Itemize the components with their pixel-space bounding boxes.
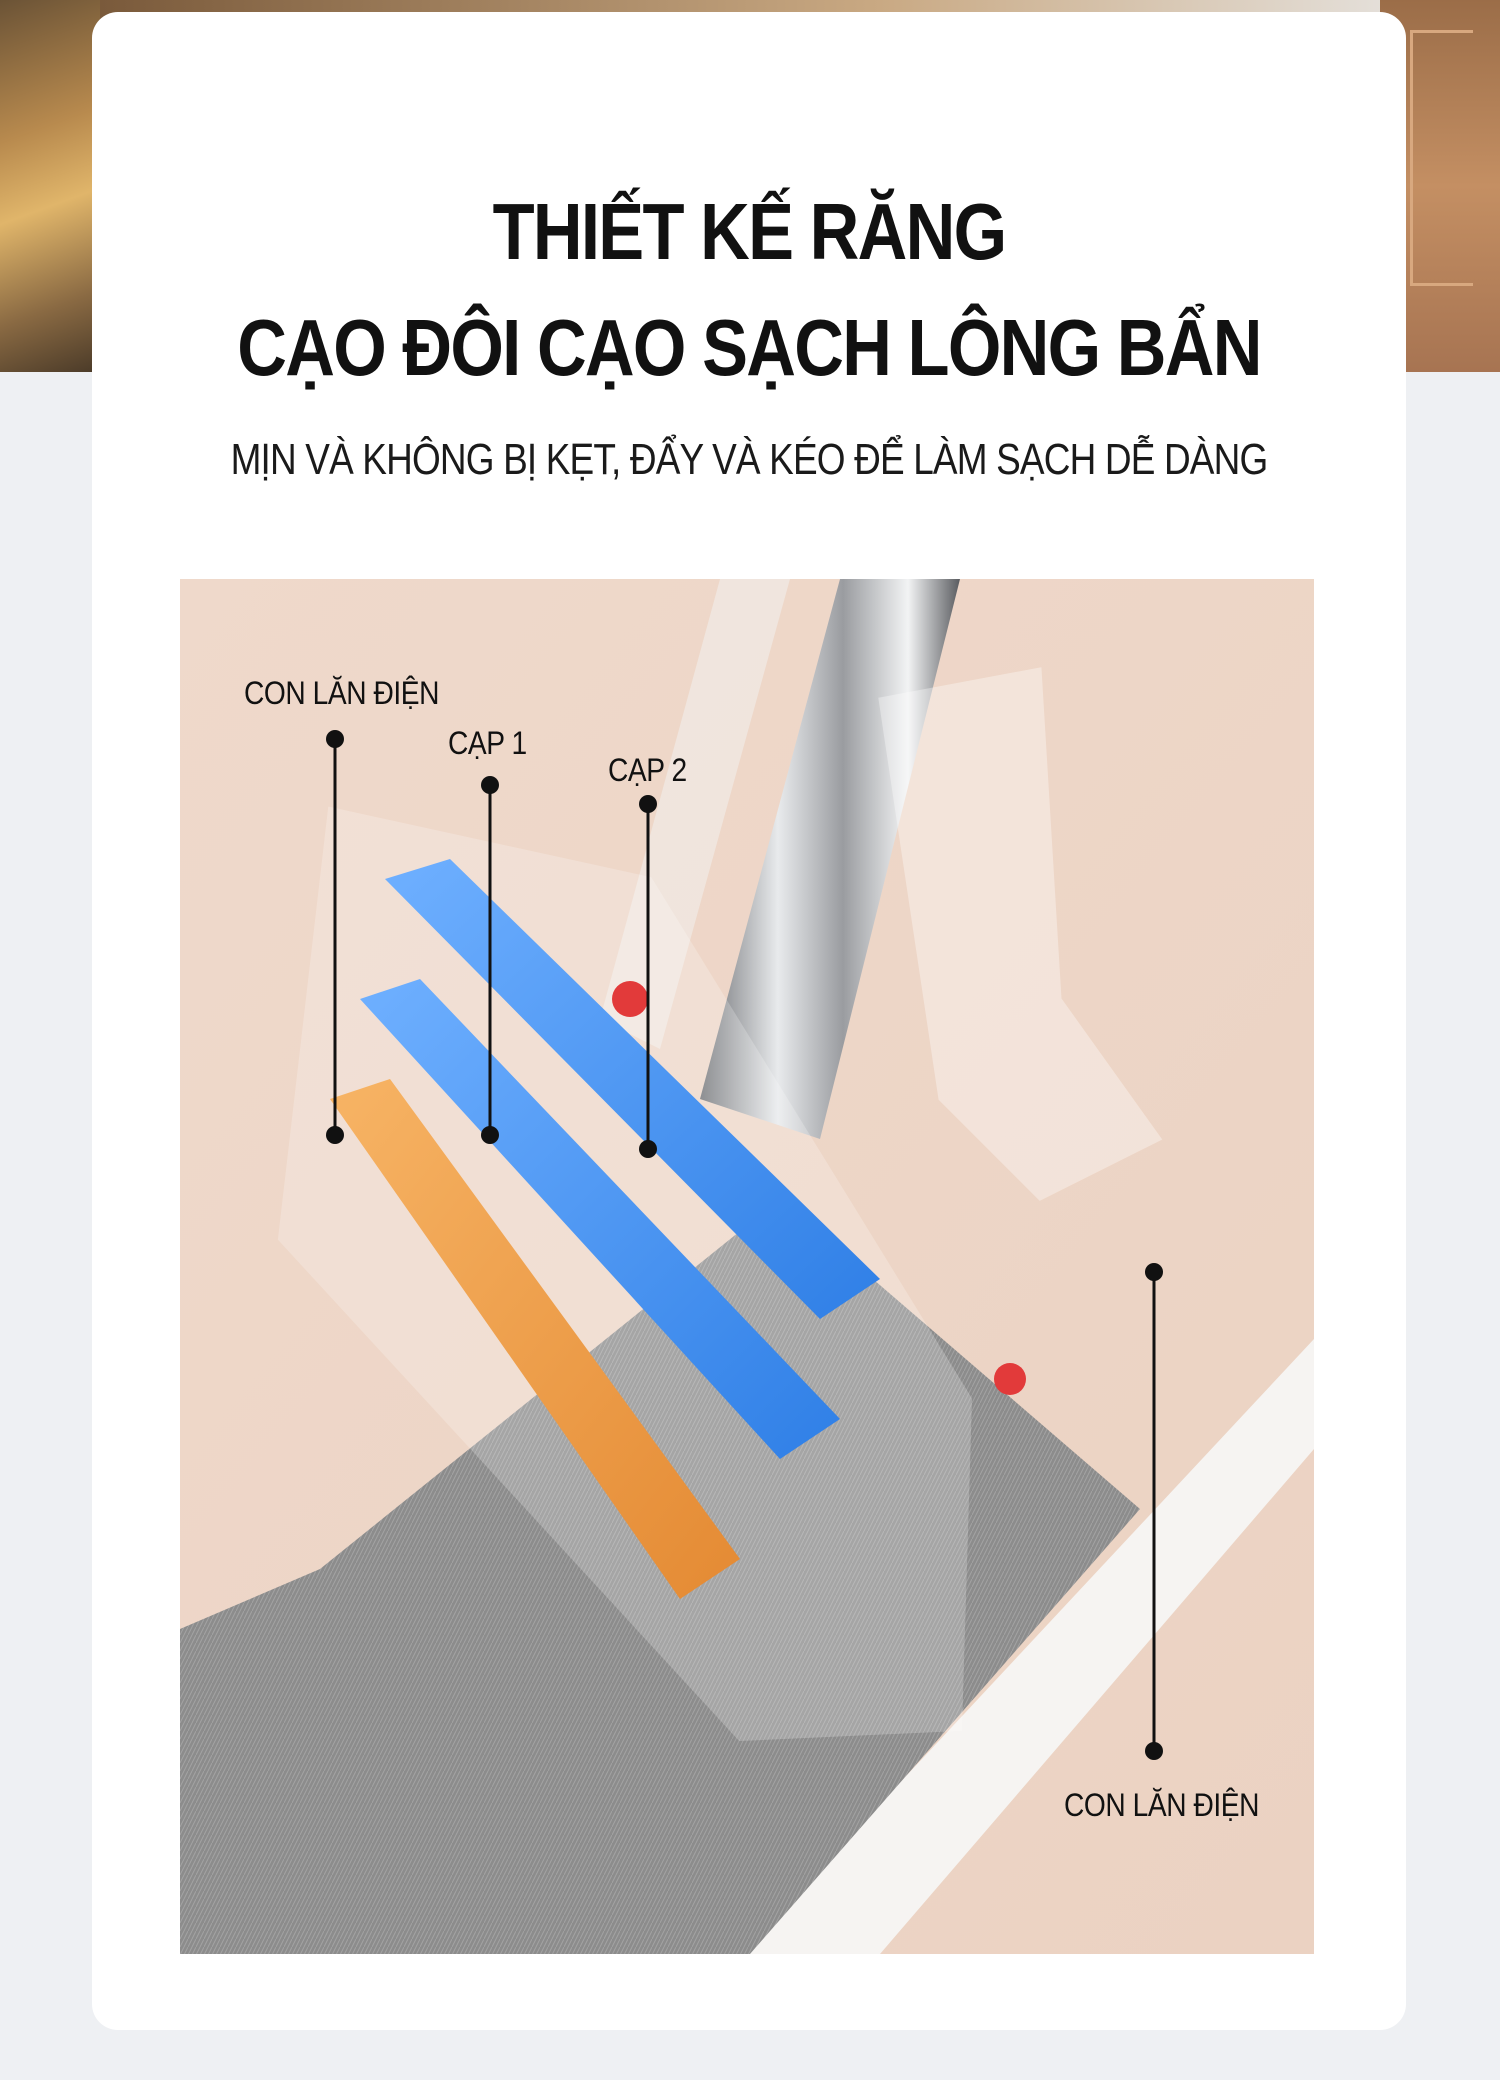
mop-pad (180, 1199, 1140, 1954)
label-layer-2: CẠP 2 (608, 752, 687, 788)
pointer-dot-icon (1145, 1742, 1163, 1760)
label-layer-1: CẠP 1 (448, 725, 527, 761)
label-roller-top: CON LĂN ĐIỆN (244, 675, 440, 711)
pointer-dot-icon (481, 776, 499, 794)
headline-line-1: THIẾT KẾ RĂNG (492, 187, 1007, 276)
pointer-dot-icon (326, 730, 344, 748)
mop-head-illustration (180, 579, 1314, 1954)
content-card: THIẾT KẾ RĂNG CẠO ĐÔI CẠO SẠCH LÔNG BẨN … (92, 12, 1406, 2030)
headline-line-2: CẠO ĐÔI CẠO SẠCH LÔNG BẨN (237, 303, 1262, 392)
handle-pole (700, 579, 960, 1139)
pointer-dot-icon (1145, 1263, 1163, 1281)
pointer-dot-icon (326, 1126, 344, 1144)
banner-left-strip (0, 0, 100, 372)
scraper-layer-2 (385, 859, 880, 1319)
red-pin-1 (612, 981, 648, 1017)
neck-housing (878, 667, 1163, 1201)
subheadline: MỊN VÀ KHÔNG BỊ KẸT, ĐẨY VÀ KÉO ĐỂ LÀM S… (230, 435, 1269, 484)
pointer-dot-icon (481, 1126, 499, 1144)
pointer-dot-icon (639, 1140, 657, 1158)
pointer-dot-icon (639, 795, 657, 813)
scraper-layer-1 (360, 979, 840, 1459)
roller-front (330, 1079, 740, 1599)
label-roller-bottom: CON LĂN ĐIỆN (1064, 1787, 1260, 1823)
red-pin-2 (994, 1363, 1026, 1395)
product-photo: CON LĂN ĐIỆN CẠP 1 CẠP 2 CON LĂN ĐIỆN (180, 579, 1314, 1954)
